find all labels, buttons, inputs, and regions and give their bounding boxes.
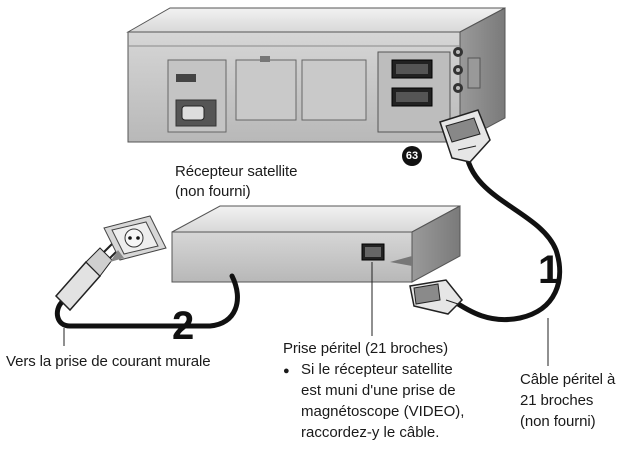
receiver-label-line-1: Récepteur satellite [175,163,298,180]
wall-outlet-label: Vers la prise de courant murale [6,353,211,370]
note-bullet: ● [283,365,290,377]
note-line-3: magnétoscope (VIDEO), [301,403,465,420]
scart-cable-label-line-1: Câble péritel à [520,371,616,388]
scart-cable [409,109,563,323]
scart-cable-label-line-2: 21 broches [520,392,594,409]
step-number-1: 1 [538,248,561,292]
satellite-receiver [171,205,461,283]
vcr-rear-panel [126,7,506,143]
scart-plug-vcr [439,109,491,163]
note-line-4: raccordez-y le câble. [301,424,440,441]
note-line-1: Si le récepteur satellite [301,361,453,378]
wall-socket [103,215,167,262]
step-number-2: 2 [172,304,195,348]
scart-plug-receiver [409,279,464,315]
receiver-label-line-2: (non fourni) [175,183,251,200]
note-line-2: est muni d'une prise de [301,382,456,399]
scart-cable-label-line-3: (non fourni) [520,413,596,430]
page-reference-badge: 63 [402,146,422,166]
scart-socket-label: Prise péritel (21 broches) [283,340,448,357]
